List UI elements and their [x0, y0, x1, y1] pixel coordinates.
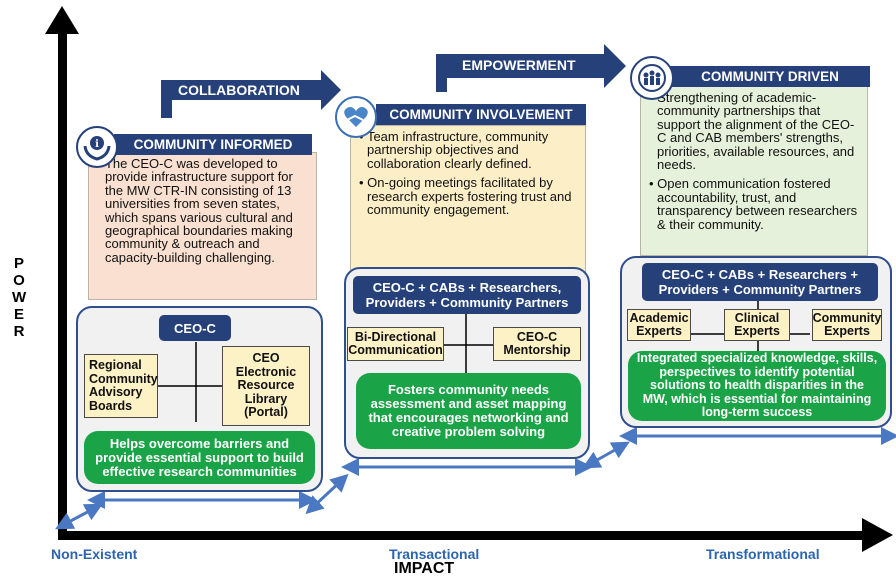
stage3-middle-box: Clinical Experts [724, 309, 790, 341]
stage3-right-box: Community Experts [812, 309, 882, 341]
empowerment-arrow [436, 44, 626, 92]
stage1-right-box: CEO Electronic Resource Library (Portal) [222, 346, 310, 426]
stage2-top-box: CEO-C + CABs + Researchers, Providers + … [353, 276, 581, 314]
stage2-header: COMMUNITY INVOLVEMENT [376, 104, 586, 125]
stage3-description: Strengthening of academic-community part… [640, 86, 868, 256]
info-hands-icon: i [76, 126, 118, 168]
x-axis-label: IMPACT [394, 560, 455, 577]
stage3-left-box: Academic Experts [627, 309, 691, 341]
stage2-bullet: Team infrastructure, community partnersh… [359, 130, 578, 170]
progression-arrows [55, 427, 896, 530]
level-non-existent: Non-Existent [51, 546, 138, 562]
stage2-outcome: Fosters community needs assessment and a… [356, 373, 581, 449]
stage2-bullet: On-going meetings facilitated by researc… [359, 176, 578, 216]
stage3-outcome: Integrated specialized knowledge, skills… [628, 351, 886, 421]
collaboration-label: COLLABORATION [178, 82, 300, 98]
level-transactional: Transactional [389, 546, 480, 562]
empowerment-label: EMPOWERMENT [462, 57, 576, 73]
stage3-bullet: Strengthening of academic-community part… [649, 91, 860, 172]
svg-text:i: i [95, 139, 99, 150]
stage1-left-box: Regional Community Advisory Boards [84, 354, 158, 418]
stage2-structure-panel: CEO-C + CABs + Researchers, Providers + … [344, 267, 590, 459]
stage1-header: COMMUNITY INFORMED [114, 134, 312, 155]
stage3-bullet: Open communication fostered accountabili… [649, 177, 860, 231]
stage2-description: Team infrastructure, community partnersh… [350, 125, 586, 275]
heart-hands-icon [335, 96, 377, 138]
stage1-outcome: Helps overcome barriers and provide esse… [84, 431, 315, 484]
y-axis [45, 6, 79, 540]
stage1-top-box: CEO-C [159, 315, 231, 341]
stage1-description: The CEO-C was developed to provide infra… [88, 152, 317, 300]
collaboration-arrow [161, 70, 341, 118]
stage2-right-box: CEO-C Mentorship [493, 327, 581, 361]
stage1-structure-panel: CEO-C Regional Community Advisory Boards… [76, 306, 323, 492]
stage3-header: COMMUNITY DRIVEN [670, 66, 870, 87]
x-axis [58, 518, 893, 552]
y-axis-label: POWER [12, 255, 27, 340]
level-transformational: Transformational [706, 546, 820, 562]
community-group-icon [630, 56, 674, 100]
stage2-left-box: Bi-Directional Communication [347, 327, 444, 361]
stage3-top-box: CEO-C + CABs + Researchers + Providers +… [642, 263, 878, 301]
stage1-bullet: The CEO-C was developed to provide infra… [97, 157, 309, 264]
stage3-structure-panel: CEO-C + CABs + Researchers + Providers +… [620, 256, 892, 428]
